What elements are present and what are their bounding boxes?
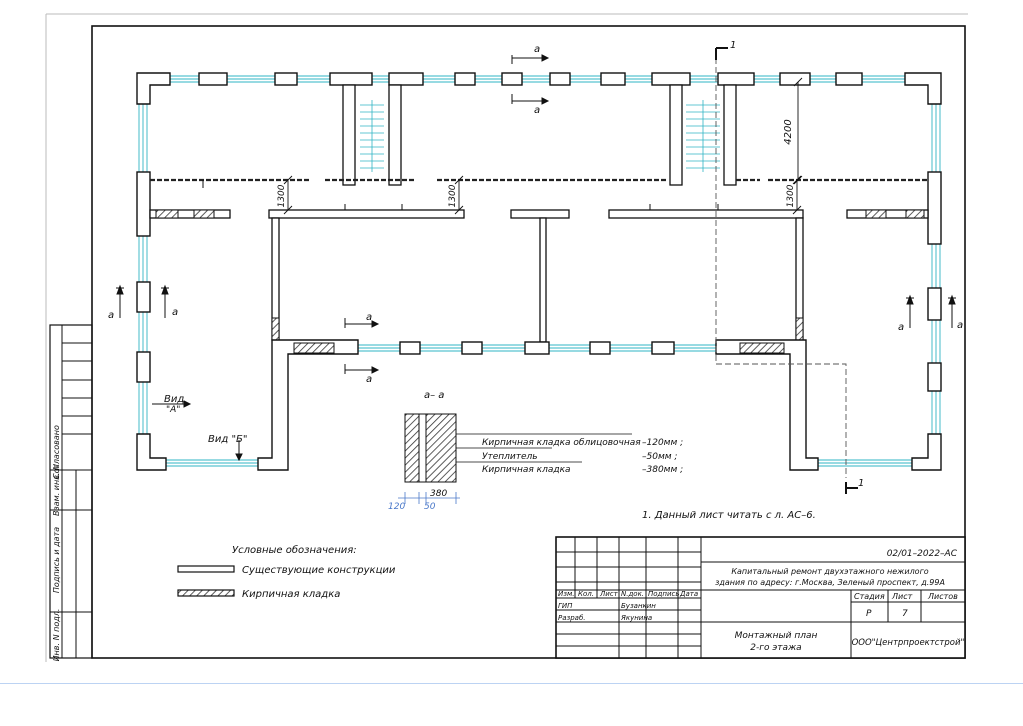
section-marks-1 xyxy=(715,47,858,494)
tb-company: ООО"Центрпроектстрой" xyxy=(852,638,965,648)
tb-h-sign: Подпись xyxy=(648,590,680,598)
tb-drawing-line1: Монтажный план xyxy=(735,631,818,641)
mark-1-top: 1 xyxy=(730,40,736,51)
section-line-1 xyxy=(715,58,847,478)
dim-50: 50 xyxy=(424,502,436,512)
layer-2-label: Утеплитель xyxy=(482,452,538,462)
section-detail: а– а 120 380 50 Кирпичная кладка облицов… xyxy=(388,390,683,512)
mark-1-bottom: 1 xyxy=(858,478,864,489)
mark-a-mid2: а xyxy=(366,374,372,385)
mark-a-right2: а xyxy=(957,320,963,331)
dim-120: 120 xyxy=(388,502,405,512)
page-bottom-rule xyxy=(0,683,1023,684)
tb-h-ndok: N.док. xyxy=(621,590,644,598)
mark-a-left1: а xyxy=(108,310,114,321)
layer-3-value: –380мм ; xyxy=(642,465,683,475)
tb-role-1: ГИП xyxy=(558,602,573,610)
tb-name-2: Якунина xyxy=(620,614,652,622)
floor-plan: 4200 1300 1300 1300 а а а а а а xyxy=(108,40,963,494)
detail-dims xyxy=(398,492,460,504)
legend: Условные обозначения: Существующие конст… xyxy=(177,544,396,600)
tb-project-line2: здания по адресу: г.Москва, Зеленый прос… xyxy=(715,578,945,587)
mark-a-top: а xyxy=(534,44,540,55)
layer-1-value: –120мм ; xyxy=(642,438,683,448)
tb-h-kol: Кол. xyxy=(578,590,594,598)
side-piers xyxy=(136,171,942,392)
layer-1-label: Кирпичная кладка облицовочная xyxy=(482,438,641,448)
dim-4200-label: 4200 xyxy=(783,119,794,144)
view-b-arrow xyxy=(235,440,243,462)
tb-h-date: Дата xyxy=(679,590,698,598)
staircase-right xyxy=(669,84,737,186)
legend-existing-swatch xyxy=(177,565,235,573)
view-a-arrow xyxy=(152,400,192,408)
dim-380: 380 xyxy=(430,489,447,499)
lower-walls xyxy=(257,339,819,471)
side-stamp: Согласовано Взам. инв. N Подпись и дата … xyxy=(49,324,93,662)
title-block: 02/01–2022–АС Капитальный ремонт двухэта… xyxy=(555,536,966,659)
dim-4200 xyxy=(793,77,803,185)
stamp-agreed: Согласовано xyxy=(52,425,61,479)
tb-role-2: Разраб. xyxy=(558,614,586,622)
tb-name-1: Бузанкин xyxy=(621,602,656,610)
mark-a-mid1: а xyxy=(366,312,372,323)
tb-sheet-label: Лист xyxy=(891,592,913,601)
tb-stage: Р xyxy=(866,609,872,619)
dim-1300-marks xyxy=(283,175,802,215)
layer-2-value: –50мм ; xyxy=(642,452,677,462)
section-detail-title: а– а xyxy=(424,390,444,401)
tb-project-line1: Капитальный ремонт двухэтажного нежилого xyxy=(731,567,928,576)
dim-1300-left: 1300 xyxy=(277,184,287,207)
tb-drawing-line2: 2-го этажа xyxy=(750,643,801,653)
mark-a-left2: а xyxy=(172,307,178,318)
tb-h-list: Лист xyxy=(599,590,619,598)
outer-corners xyxy=(136,72,942,471)
legend-title: Условные обозначения: xyxy=(232,544,357,556)
tb-sheets-label: Листов xyxy=(927,592,958,601)
interior-partitions xyxy=(149,209,929,343)
stamp-sign-date: Подпись и дата xyxy=(52,527,61,593)
legend-existing: Существующие конструкции xyxy=(242,565,396,576)
sheet-note: 1. Данный лист читать с л. АС–6. xyxy=(642,510,816,521)
view-a-label: Вид xyxy=(164,394,184,405)
tb-code: 02/01–2022–АС xyxy=(887,549,958,559)
mark-a-right1: а xyxy=(898,322,904,333)
tb-sheet: 7 xyxy=(902,609,908,619)
view-b-label: Вид "Б" xyxy=(208,434,248,445)
tb-h-izm: Изм. xyxy=(558,590,574,598)
view-a-letter: "А" xyxy=(166,405,180,415)
section-marks-a xyxy=(116,54,956,374)
beam-markers xyxy=(202,180,719,210)
staircase-left xyxy=(342,84,402,186)
legend-brick-swatch xyxy=(177,589,235,597)
mark-a-top2: а xyxy=(534,105,540,116)
legend-brick: Кирпичная кладка xyxy=(242,589,340,600)
tb-stage-label: Стадия xyxy=(854,592,885,601)
stamp-inv-replace: Взам. инв. N xyxy=(52,464,61,516)
dim-1300-right: 1300 xyxy=(786,184,796,207)
stamp-inv-orig: Инв. N подл. xyxy=(52,609,61,662)
dim-1300-mid: 1300 xyxy=(448,184,458,207)
top-piers xyxy=(198,72,863,86)
layer-3-label: Кирпичная кладка xyxy=(482,465,571,475)
